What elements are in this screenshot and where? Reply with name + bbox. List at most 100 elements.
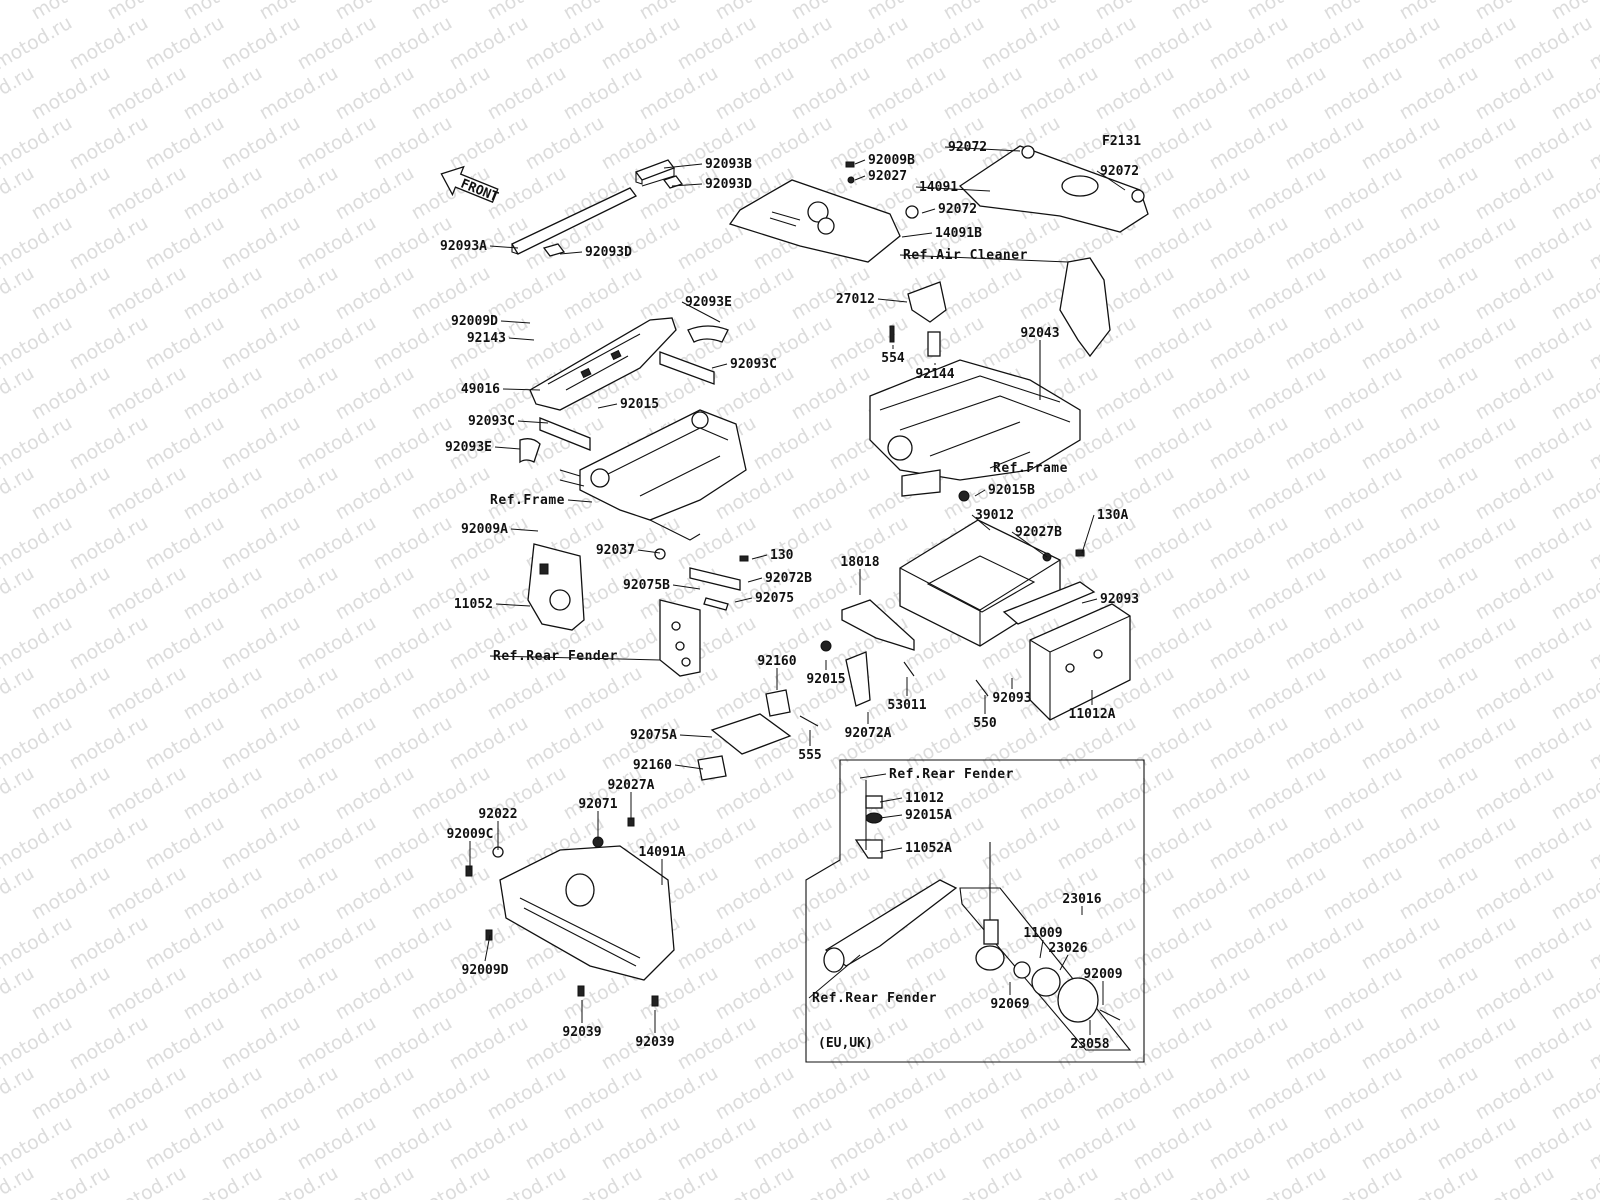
watermark-text: motod.ru (1206, 412, 1292, 475)
watermark-text: motod.ru (788, 362, 874, 425)
watermark-text: motod.ru (1016, 1062, 1102, 1125)
watermark-text: motod.ru (332, 62, 418, 125)
cover-14091 (958, 145, 1149, 233)
watermark-text: motod.ru (1244, 262, 1330, 325)
pin-53011 (903, 661, 915, 677)
pin-554 (889, 325, 895, 343)
watermark-text: motod.ru (750, 912, 836, 975)
part-label-92009: 92009 (1083, 967, 1122, 982)
grommet-92072-right (1131, 189, 1145, 203)
watermark-text: motod.ru (1396, 1062, 1482, 1125)
watermark-text: motod.ru (1244, 662, 1330, 725)
watermark-text: motod.ru (294, 712, 380, 775)
watermark-text: motod.ru (1472, 762, 1558, 825)
watermark-text: motod.ru (1472, 162, 1558, 225)
watermark-text: motod.ru (826, 1112, 912, 1175)
watermark-text: motod.ru (712, 962, 798, 1025)
leader-line-92075B (672, 584, 701, 590)
watermark-text: motod.ru (1206, 812, 1292, 875)
leader-line-92009B (854, 159, 866, 165)
watermark-text: motod.ru (218, 212, 304, 275)
part-label-92093C-1: 92093C (730, 357, 777, 372)
bolt-92009b (845, 161, 855, 168)
watermark-text: motod.ru (28, 1162, 114, 1200)
watermark-text: motod.ru (636, 1162, 722, 1200)
watermark-text: motod.ru (674, 12, 760, 75)
part-label-18018: 18018 (840, 555, 879, 570)
watermark-text: motod.ru (180, 462, 266, 525)
watermark-text: motod.ru (1510, 12, 1596, 75)
watermark-text: motod.ru (408, 662, 494, 725)
watermark-text: motod.ru (1206, 212, 1292, 275)
watermark-text: motod.ru (522, 112, 608, 175)
watermark-text: motod.ru (674, 912, 760, 975)
watermark-text: motod.ru (370, 812, 456, 875)
watermark-text: motod.ru (978, 1112, 1064, 1175)
part-label-49016: 49016 (461, 382, 500, 397)
watermark-text: motod.ru (826, 712, 912, 775)
watermark-text: motod.ru (1320, 562, 1406, 625)
part-label-27012: 27012 (836, 292, 875, 307)
watermark-text: motod.ru (1320, 362, 1406, 425)
watermark-text: motod.ru (1244, 362, 1330, 425)
watermark-text: motod.ru (1320, 1062, 1406, 1125)
watermark-text: motod.ru (1320, 1162, 1406, 1200)
leader-line-92072B (747, 577, 763, 583)
watermark-text: motod.ru (1320, 462, 1406, 525)
watermark-text: motod.ru (66, 612, 152, 675)
inset-eu-uk (805, 759, 1145, 1063)
watermark-text: motod.ru (1244, 462, 1330, 525)
watermark-text: motod.ru (1130, 612, 1216, 675)
watermark-text: motod.ru (636, 62, 722, 125)
watermark-text: motod.ru (256, 162, 342, 225)
watermark-text: motod.ru (826, 12, 912, 75)
part-label-92093E-2: 92093E (445, 440, 492, 455)
watermark-text: motod.ru (1358, 12, 1444, 75)
watermark-text: motod.ru (180, 662, 266, 725)
watermark-text: motod.ru (294, 1112, 380, 1175)
watermark-text: motod.ru (1358, 512, 1444, 575)
watermark-text: motod.ru (1472, 1162, 1558, 1200)
watermark-text: motod.ru (104, 262, 190, 325)
watermark-text: motod.ru (1434, 1112, 1520, 1175)
watermark-text: motod.ru (370, 712, 456, 775)
watermark-text: motod.ru (1510, 312, 1596, 375)
watermark-text: motod.ru (332, 362, 418, 425)
rubber-block-92093c-left (539, 417, 591, 451)
watermark-text: motod.ru (142, 812, 228, 875)
part-label-ref-frame-l: Ref.Frame (490, 493, 565, 508)
watermark-text: motod.ru (1396, 0, 1482, 24)
watermark-text: motod.ru (750, 112, 836, 175)
gasket-92093 (1002, 581, 1096, 625)
watermark-text: motod.ru (332, 562, 418, 625)
watermark-text: motod.ru (1130, 1112, 1216, 1175)
watermark-text: motod.ru (636, 262, 722, 325)
watermark-text: motod.ru (408, 0, 494, 24)
part-label-92009C: 92009C (447, 827, 494, 842)
watermark-text: motod.ru (256, 1062, 342, 1125)
watermark-text: motod.ru (104, 362, 190, 425)
watermark-text: motod.ru (788, 862, 874, 925)
watermark-text: motod.ru (294, 1012, 380, 1075)
leader-line-92072-3 (921, 208, 936, 214)
part-label-92039-2: 92039 (635, 1035, 674, 1050)
watermark-text: motod.ru (66, 1012, 152, 1075)
watermark-text: motod.ru (1244, 862, 1330, 925)
watermark-text: motod.ru (1434, 212, 1520, 275)
leader-line-ref-frame-l (567, 499, 593, 503)
watermark-text: motod.ru (1320, 0, 1406, 24)
watermark-text: motod.ru (1168, 262, 1254, 325)
watermark-text: motod.ru (142, 1112, 228, 1175)
watermark-text: motod.ru (484, 1062, 570, 1125)
watermark-text: motod.ru (1282, 12, 1368, 75)
watermark-text: motod.ru (788, 462, 874, 525)
leader-line-92009D-2 (484, 934, 491, 962)
watermark-text: motod.ru (1358, 312, 1444, 375)
watermark-text: motod.ru (1358, 1112, 1444, 1175)
watermark-text: motod.ru (1396, 362, 1482, 425)
watermark-text: motod.ru (332, 462, 418, 525)
watermark-text: motod.ru (1358, 212, 1444, 275)
leader-line-92075 (734, 597, 753, 603)
grommet-92072-top (1021, 145, 1035, 159)
